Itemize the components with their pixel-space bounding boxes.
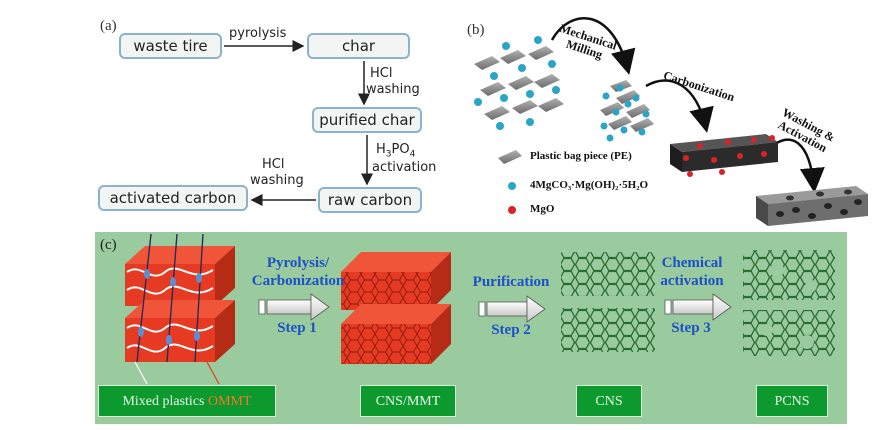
pe-cluster	[474, 36, 564, 130]
step2-label: Step 2	[491, 322, 531, 338]
legend-mgo-text: MgO	[530, 203, 555, 215]
node-activated-carbon: activated carbon	[98, 185, 248, 211]
step1-label: Step 1	[277, 320, 317, 336]
process-arrow-1	[258, 293, 330, 321]
arrow-milling	[550, 17, 636, 75]
legend-mgco3-marker	[508, 182, 516, 190]
label-hcl-1: HCl	[370, 66, 393, 81]
box-pcns: PCNS	[756, 385, 828, 417]
label-washing-1: washing	[366, 82, 420, 97]
label-activation: activation	[372, 160, 437, 175]
pcns-sheet-top	[743, 250, 835, 300]
panel-b-label: (b)	[467, 22, 485, 38]
ommt-stack	[125, 233, 235, 385]
legend-pe-marker	[498, 150, 522, 164]
legend-mgco3-text: 4MgCO₃·Mg(OH)₂·5H₂O	[530, 179, 649, 191]
step3-label: Step 3	[671, 320, 711, 336]
panel-b-illustration	[474, 17, 868, 226]
node-purified-char: purified char	[312, 107, 422, 133]
box-cns-mmt: CNS/MMT	[360, 385, 456, 417]
legend-mgo-marker	[508, 206, 516, 214]
node-waste-tire: waste tire	[119, 33, 222, 59]
box-mixed-plastics-ommt: Mixed plastics OMMT	[98, 385, 276, 417]
step1-title: Pyrolysis/Carbonization	[251, 255, 345, 289]
label-hcl-2: HCl	[262, 157, 285, 172]
node-raw-carbon: raw carbon	[318, 187, 422, 213]
activated-block	[756, 186, 868, 226]
process-arrow-3	[664, 293, 732, 321]
panel-a-arrows	[224, 40, 373, 206]
legend-pe-text: Plastic bag piece (PE)	[530, 150, 632, 162]
cns-sheet-bottom	[561, 308, 655, 352]
panel-c-label: (c)	[100, 237, 117, 253]
cns-sheet-top	[561, 252, 655, 296]
panel-c-illustration	[125, 233, 835, 385]
node-char: char	[307, 33, 410, 59]
step2-title: Purification	[472, 274, 550, 290]
label-h3po4: H3PO4	[376, 142, 416, 160]
label-pyrolysis: pyrolysis	[229, 26, 287, 41]
label-washing-2: washing	[250, 173, 304, 188]
milled-cluster	[600, 80, 654, 142]
cns-mmt-stack	[341, 252, 451, 364]
pcns-sheet-bottom	[743, 310, 835, 356]
process-arrow-2	[478, 295, 546, 323]
box-cns: CNS	[576, 385, 642, 417]
panel-a-label: (a)	[100, 18, 117, 34]
carbonized-block	[670, 134, 778, 177]
arrow-carbonization	[645, 79, 714, 133]
